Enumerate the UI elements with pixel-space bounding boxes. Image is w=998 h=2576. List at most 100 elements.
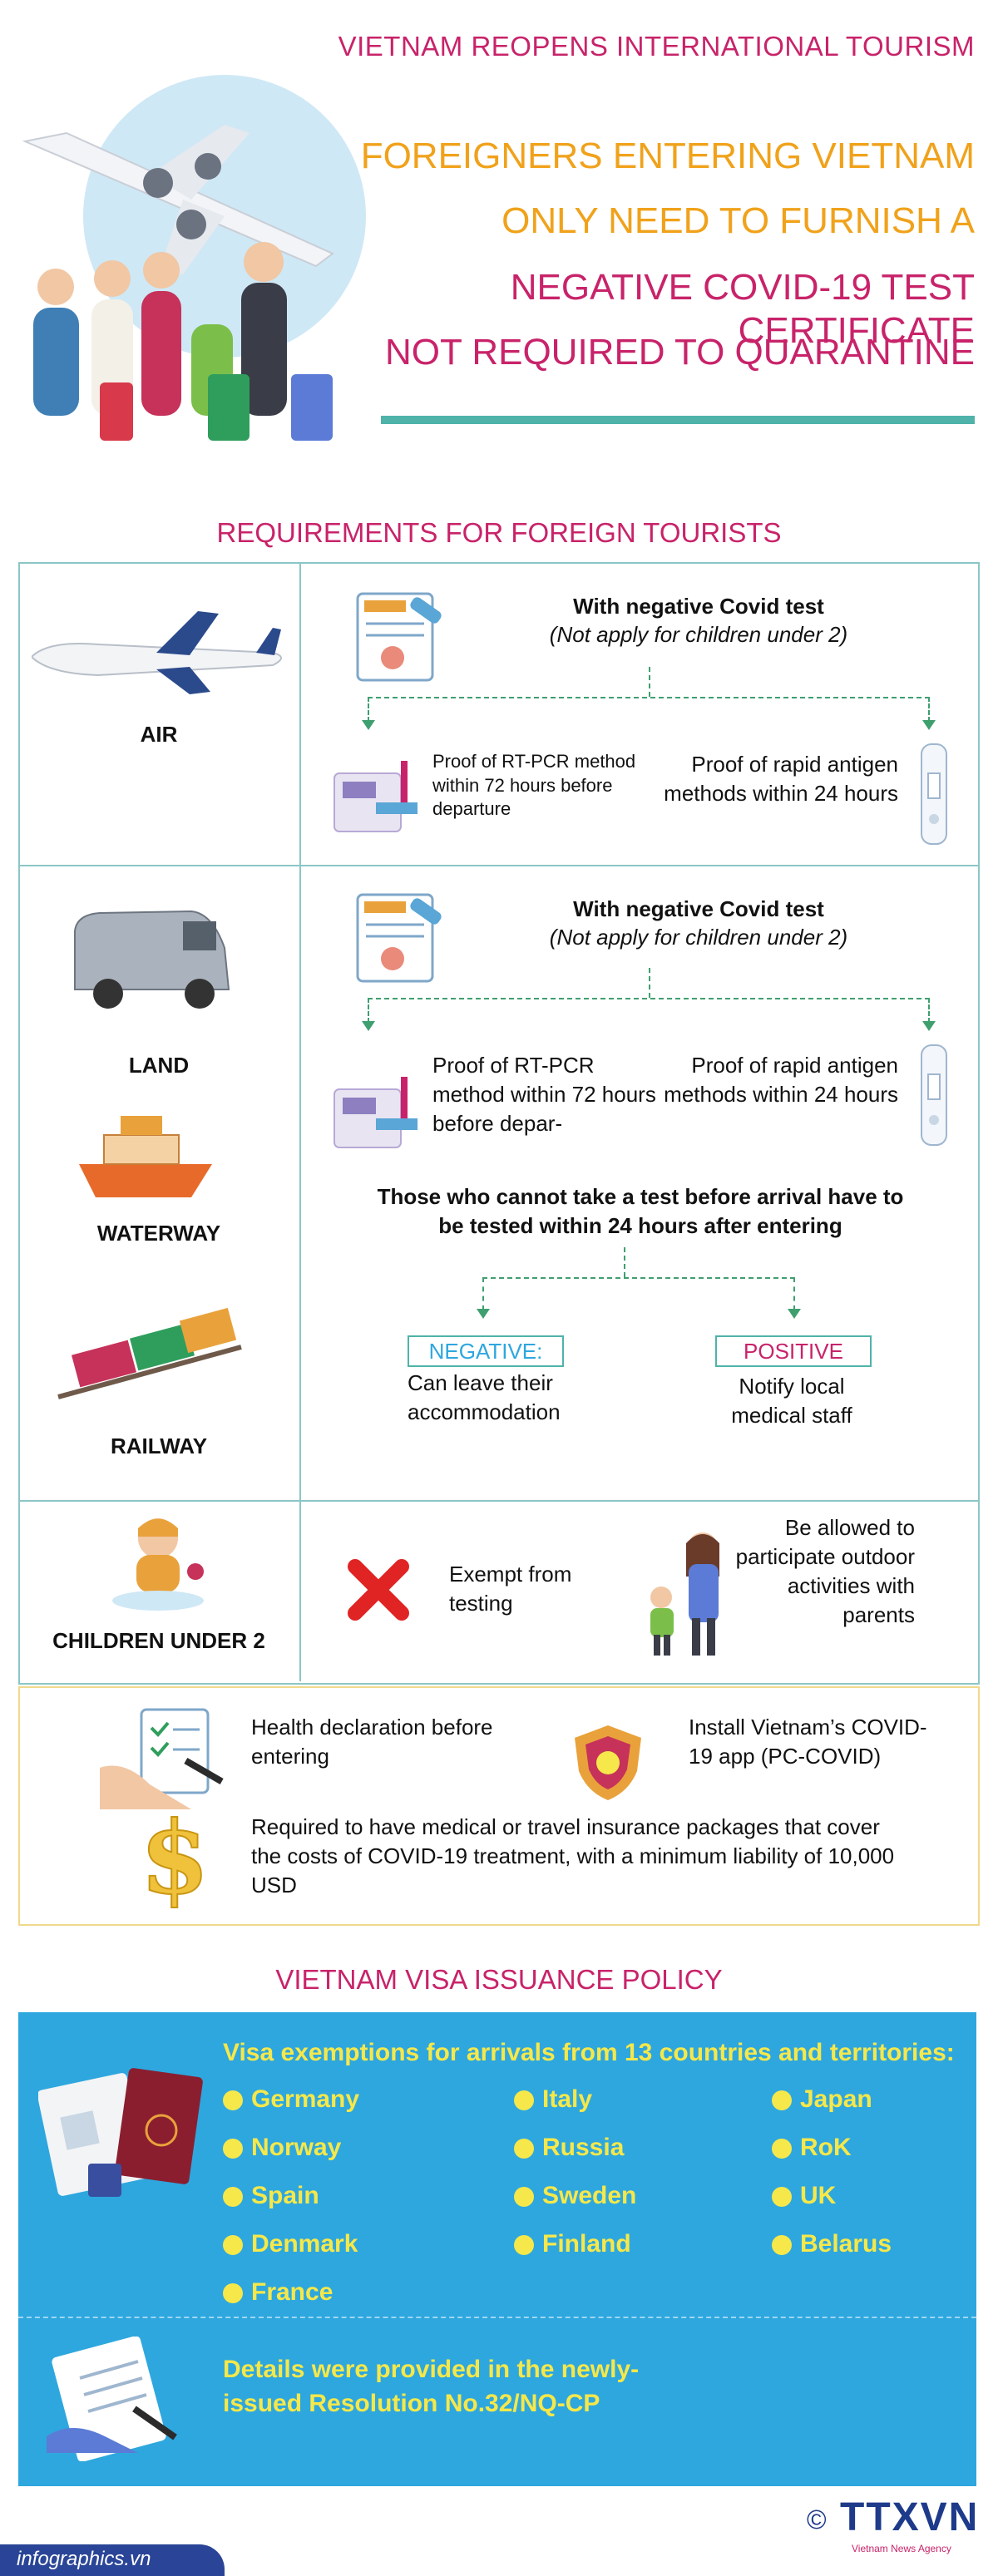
bullet-icon <box>772 2139 792 2159</box>
country-item: UK <box>772 2182 836 2210</box>
country-item: Denmark <box>223 2230 358 2258</box>
mode-air-label: AIR <box>140 722 178 747</box>
table-row-divider-1 <box>18 865 978 866</box>
arrow-down-icon <box>477 1309 490 1319</box>
visa-title: VIETNAM VISA ISSUANCE POLICY <box>275 1964 723 1995</box>
agency-logo: TTXVN <box>840 2495 980 2539</box>
land-antigen-text: Proof of rapid antigen methods within 24… <box>664 1053 898 1108</box>
pc-covid-app-text: Install Vietnam’s COVID-19 app (PC-COVID… <box>689 1715 927 1769</box>
land-rtpcr-text: Proof of RT-PCR method within 72 hours b… <box>432 1053 656 1137</box>
site-link[interactable]: infographics.vn <box>17 2548 151 2570</box>
arrow-down-icon <box>788 1309 801 1319</box>
positive-tag: POSITIVE <box>715 1335 872 1367</box>
country-name: Denmark <box>251 2230 358 2258</box>
country-item: Finland <box>514 2230 631 2258</box>
bullet-icon <box>514 2235 534 2256</box>
country-item: Spain <box>223 2182 319 2210</box>
bullet-icon <box>223 2235 243 2256</box>
allowed-text: Be allowed to participate outdoor activi… <box>735 1515 915 1628</box>
headline-4: NOT REQUIRED TO QUARANTINE <box>385 332 975 373</box>
country-name: Germany <box>251 2085 360 2113</box>
airplane-icon <box>22 125 334 274</box>
air-connector <box>649 667 650 697</box>
antigen-test-icon <box>921 1044 947 1146</box>
pc-covid-app-icon <box>575 1725 641 1800</box>
air-antigen-text: Proof of rapid antigen methods within 24… <box>664 752 898 807</box>
bullet-icon <box>772 2187 792 2208</box>
mode-waterway-label: WATERWAY <box>96 1221 221 1246</box>
country-name: Russia <box>542 2134 625 2161</box>
children-label: CHILDREN UNDER 2 <box>52 1628 265 1653</box>
arrow-down-icon <box>922 1021 936 1031</box>
arrow-down-icon <box>362 1021 375 1031</box>
country-name: Spain <box>251 2182 319 2209</box>
table-col-divider <box>299 562 301 1681</box>
header-divider <box>381 416 975 424</box>
country-name: Finland <box>542 2230 631 2258</box>
mode-land-label: LAND <box>128 1053 190 1078</box>
bullet-icon <box>772 2235 792 2256</box>
insurance-text: Required to have medical or travel insur… <box>251 1814 895 1898</box>
air-test-note: (Not apply for children under 2) <box>549 622 848 647</box>
visa-exemption-title: Visa exemptions for arrivals from 13 cou… <box>223 2039 955 2066</box>
country-item: Belarus <box>772 2230 892 2258</box>
visa-details-text: Details were provided in the newly-issue… <box>223 2356 640 2417</box>
country-name: Italy <box>542 2085 593 2113</box>
land-test-note: (Not apply for children under 2) <box>549 925 848 950</box>
country-name: France <box>251 2278 333 2306</box>
country-item: Russia <box>514 2134 624 2162</box>
pcr-machine-icon <box>333 761 417 832</box>
positive-text: Notify local medical staff <box>731 1374 852 1429</box>
mode-railway-label: RAILWAY <box>110 1434 208 1458</box>
country-item: Sweden <box>514 2182 636 2210</box>
test-certificate-icon <box>356 893 442 983</box>
country-item: France <box>223 2278 333 2307</box>
test-certificate-icon <box>356 592 442 682</box>
extra-requirements-box <box>18 1686 980 1926</box>
negative-text: Can leave their accommodation <box>408 1370 561 1425</box>
people-icon <box>33 242 333 441</box>
exempt-text: Exempt from testing <box>449 1562 572 1616</box>
pcr-machine-icon <box>333 1077 417 1148</box>
visa-divider <box>18 2317 976 2318</box>
agency-subtitle: Vietnam News Agency <box>852 2543 951 2554</box>
table-row-divider-2 <box>18 1500 978 1502</box>
country-item: Italy <box>514 2085 592 2114</box>
cross-icon <box>348 1559 409 1621</box>
boat-icon <box>79 1116 212 1197</box>
footer-badge <box>0 2544 225 2576</box>
headline-3: NEGATIVE COVID-19 TEST CERTIFICATE <box>510 267 975 351</box>
country-item: Norway <box>223 2134 341 2162</box>
country-name: Japan <box>800 2085 872 2113</box>
bullet-icon <box>223 2090 243 2111</box>
van-icon <box>74 910 230 1009</box>
negative-tag: NEGATIVE: <box>408 1335 564 1367</box>
bullet-icon <box>514 2187 534 2208</box>
country-name: UK <box>800 2182 837 2209</box>
arrow-down-icon <box>922 720 936 730</box>
bullet-icon <box>223 2187 243 2208</box>
parent-child-icon <box>650 1532 719 1656</box>
bullet-icon <box>223 2139 243 2159</box>
arrow-down-icon <box>362 720 375 730</box>
airplane-icon <box>32 611 282 694</box>
headline-2: ONLY NEED TO FURNISH A <box>501 200 975 241</box>
bullet-icon <box>514 2090 534 2111</box>
country-item: Germany <box>223 2085 359 2114</box>
bullet-icon <box>223 2283 243 2304</box>
resolution-document-icon <box>47 2337 177 2461</box>
land-test-title: With negative Covid test <box>573 896 824 921</box>
train-icon <box>57 1307 242 1399</box>
air-connector-h <box>368 697 930 698</box>
country-item: Japan <box>772 2085 872 2114</box>
health-declaration-text: Health declaration before entering <box>251 1715 493 1769</box>
country-name: Sweden <box>542 2182 637 2209</box>
country-name: Belarus <box>800 2230 892 2258</box>
air-rtpcr-text: Proof of RT-PCR method within 72 hours b… <box>432 751 636 820</box>
top-title: VIETNAM REOPENS INTERNATIONAL TOURISM <box>338 31 975 62</box>
country-name: RoK <box>800 2134 852 2161</box>
passport-icon <box>38 2068 203 2197</box>
bullet-icon <box>772 2090 792 2111</box>
country-name: Norway <box>251 2134 342 2161</box>
